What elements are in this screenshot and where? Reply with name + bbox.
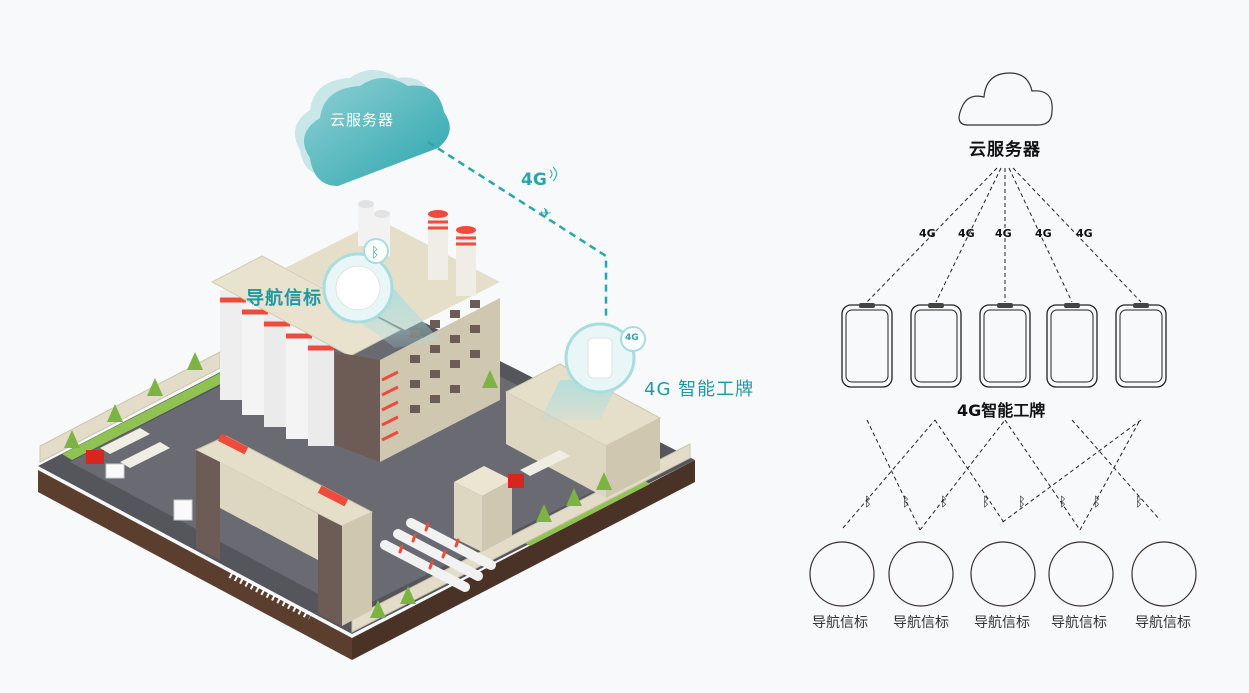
smart-badge-icon bbox=[841, 303, 893, 388]
beacon-icon bbox=[888, 541, 954, 607]
topology-4g-link bbox=[1012, 167, 1142, 303]
plane-icon: ✈ bbox=[540, 206, 552, 222]
4g-link-illustration: ✈ bbox=[427, 140, 608, 318]
trucks bbox=[86, 428, 570, 521]
smart-badge-icon bbox=[979, 303, 1031, 388]
bluetooth-icon: ᛒ bbox=[1059, 495, 1067, 510]
beacon-icon bbox=[970, 541, 1036, 607]
bluetooth-icon: ᛒ bbox=[1093, 495, 1101, 510]
beacon-icon bbox=[809, 541, 875, 607]
ground-base-side-right bbox=[352, 460, 695, 660]
bluetooth-icon: ᛒ bbox=[864, 495, 872, 510]
bluetooth-link bbox=[1079, 419, 1141, 531]
bluetooth-link bbox=[999, 419, 1142, 525]
beacon-icon bbox=[1048, 541, 1114, 607]
bluetooth-icon: ᛒ bbox=[940, 495, 948, 510]
bluetooth-link bbox=[1004, 419, 1081, 531]
cloud-server-label: 云服务器 bbox=[330, 111, 395, 129]
bluetooth-link bbox=[866, 419, 921, 531]
silos bbox=[220, 290, 334, 446]
topology-beacon-label: 导航信标 bbox=[974, 615, 1030, 631]
topology-4g-link bbox=[1008, 167, 1073, 303]
bluetooth-icon: ᛒ bbox=[1018, 495, 1026, 510]
bluetooth-link bbox=[1071, 419, 1161, 521]
bluetooth-icon: ᛒ bbox=[902, 495, 910, 510]
topology-4g-label: 4G bbox=[919, 227, 936, 240]
topology-beacon-label: 导航信标 bbox=[1051, 615, 1107, 631]
small-tower bbox=[454, 466, 512, 552]
gate-building bbox=[194, 433, 374, 626]
topology-4g-link bbox=[935, 167, 1002, 303]
smart-badge-label: 4G 智能工牌 bbox=[644, 379, 755, 400]
beacon-label: 导航信标 bbox=[246, 288, 322, 309]
cloud-server-illustration bbox=[294, 70, 450, 186]
main-building bbox=[285, 220, 500, 462]
topology-4g-label: 4G bbox=[1035, 227, 1052, 240]
beacon-icon bbox=[1131, 541, 1197, 607]
bluetooth-link bbox=[842, 419, 936, 529]
badge-callout bbox=[540, 322, 646, 420]
topology-beacon-label: 导航信标 bbox=[812, 615, 868, 631]
bluetooth-link bbox=[919, 419, 1006, 531]
smart-badge-icon bbox=[910, 303, 962, 388]
bluetooth-icon: ᛒ bbox=[982, 495, 990, 510]
badge-4g-tag: 4G bbox=[625, 333, 639, 343]
trees bbox=[64, 352, 612, 618]
smart-badge-icon bbox=[1115, 303, 1167, 388]
factory-illustration bbox=[38, 200, 695, 660]
topology-cloud-label: 云服务器 bbox=[969, 140, 1041, 160]
topology-badges-label: 4G智能工牌 bbox=[957, 401, 1046, 420]
4g-link-label: 4G bbox=[521, 170, 547, 190]
pipes bbox=[380, 518, 496, 592]
ground-base-side bbox=[38, 470, 352, 660]
topology-beacon-label: 导航信标 bbox=[893, 615, 949, 631]
grass-strip-left bbox=[62, 372, 232, 460]
smart-badge-icon bbox=[1046, 303, 1098, 388]
beacon-callout: ᛒ bbox=[322, 238, 440, 348]
topology-4g-label: 4G bbox=[958, 227, 975, 240]
topology-4g-link bbox=[866, 167, 998, 303]
topology-4g-label: 4G bbox=[1076, 227, 1093, 240]
topology-beacon-label: 导航信标 bbox=[1135, 615, 1191, 631]
topology-4g-label: 4G bbox=[995, 227, 1012, 240]
bluetooth-icon: ᛒ bbox=[371, 245, 379, 261]
cloud-server-icon bbox=[958, 72, 1053, 126]
bluetooth-icon: ᛒ bbox=[1135, 495, 1143, 510]
